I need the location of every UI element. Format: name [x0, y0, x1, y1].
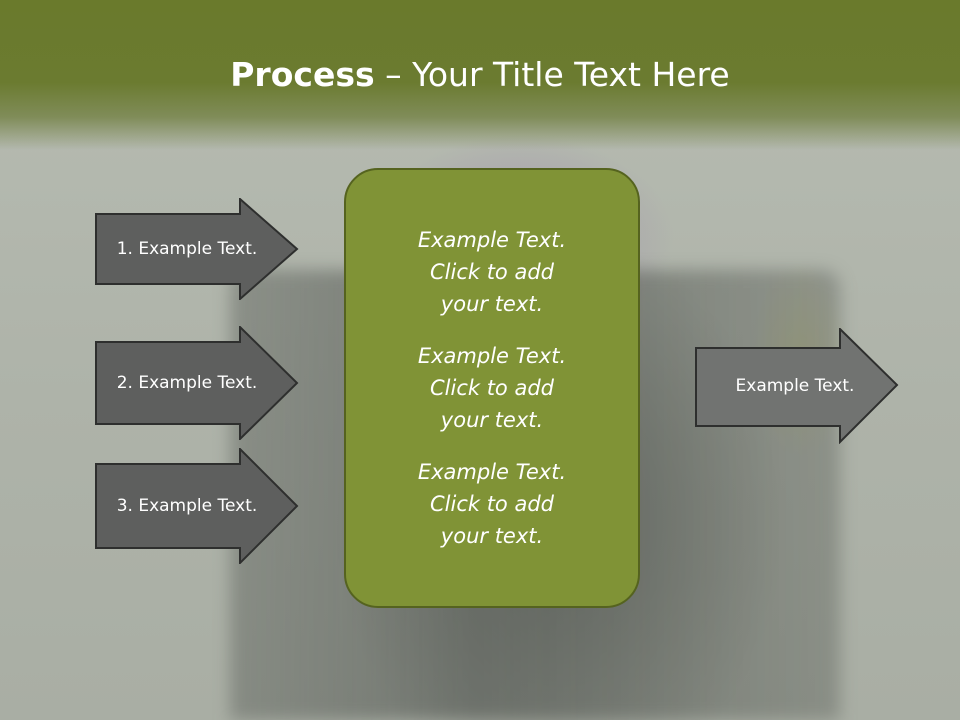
slide-title[interactable]: Process – Your Title Text Here: [0, 52, 960, 98]
center-paragraph-3: Example Text. Click to add your text.: [417, 460, 567, 548]
left-arrow-3-label: 3. Example Text.: [116, 496, 258, 516]
arrow-shape-icon: [95, 448, 299, 564]
left-arrow-2-label: 2. Example Text.: [116, 373, 258, 393]
left-arrow-3[interactable]: 3. Example Text.: [95, 448, 299, 564]
center-paragraph-1: Example Text. Click to add your text.: [417, 228, 567, 316]
arrow-shape-icon: [95, 326, 299, 440]
right-arrow[interactable]: Example Text.: [695, 328, 899, 444]
left-arrow-2[interactable]: 2. Example Text.: [95, 326, 299, 440]
left-arrow-1[interactable]: 1. Example Text.: [95, 198, 299, 300]
left-arrow-1-label: 1. Example Text.: [116, 239, 258, 259]
arrow-shape-icon: [95, 198, 299, 300]
arrow-shape-icon: [695, 328, 899, 444]
title-bar: [0, 0, 960, 150]
right-arrow-label: Example Text.: [735, 376, 855, 396]
title-rest: – Your Title Text Here: [374, 55, 730, 94]
center-paragraph-2: Example Text. Click to add your text.: [417, 344, 567, 432]
center-text-box[interactable]: Example Text. Click to add your text. Ex…: [344, 168, 640, 608]
title-bold: Process: [230, 55, 375, 94]
